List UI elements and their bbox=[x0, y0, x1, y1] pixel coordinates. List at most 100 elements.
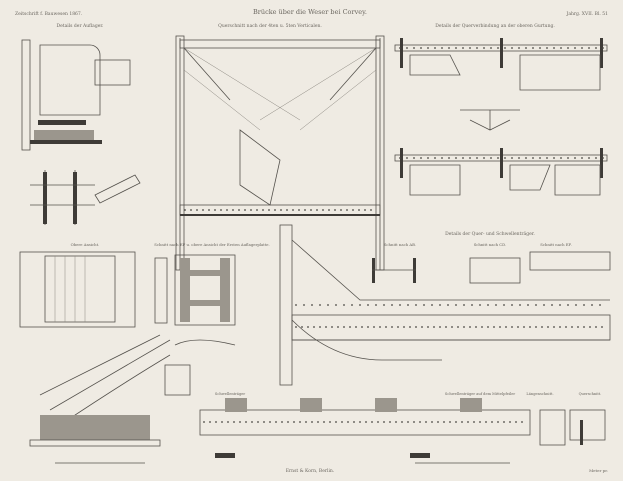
rivet bbox=[419, 421, 421, 423]
rivet bbox=[503, 421, 505, 423]
rivet bbox=[215, 421, 217, 423]
rivet bbox=[483, 47, 485, 49]
rivet bbox=[346, 209, 348, 211]
rivet bbox=[546, 47, 548, 49]
rivet bbox=[370, 209, 372, 211]
rivet bbox=[331, 326, 333, 328]
rivet bbox=[343, 326, 345, 328]
rivet bbox=[232, 209, 234, 211]
rivet bbox=[525, 47, 527, 49]
rivet bbox=[415, 326, 417, 328]
rivet bbox=[208, 209, 210, 211]
rivet bbox=[397, 326, 399, 328]
rivet bbox=[251, 421, 253, 423]
rivet bbox=[601, 326, 603, 328]
rivet bbox=[220, 209, 222, 211]
scale-note: Meter pr. bbox=[589, 468, 608, 473]
rivet bbox=[361, 326, 363, 328]
rivet bbox=[439, 304, 441, 306]
rivet bbox=[359, 304, 361, 306]
plate-title: Brücke über die Weser bei Corvey. bbox=[253, 8, 367, 16]
rivet bbox=[245, 421, 247, 423]
rivet bbox=[493, 326, 495, 328]
rivet bbox=[420, 47, 422, 49]
rivet bbox=[313, 326, 315, 328]
bearing-detail-drawing bbox=[21, 39, 141, 225]
rivet bbox=[427, 326, 429, 328]
rivet bbox=[406, 47, 408, 49]
rivet bbox=[407, 421, 409, 423]
rivet bbox=[581, 47, 583, 49]
rivet bbox=[518, 47, 520, 49]
rivet bbox=[295, 304, 297, 306]
rivet bbox=[325, 326, 327, 328]
rivet bbox=[371, 421, 373, 423]
rivet bbox=[239, 421, 241, 423]
rivet bbox=[399, 304, 401, 306]
rivet bbox=[425, 421, 427, 423]
rivet bbox=[529, 326, 531, 328]
rivet bbox=[591, 304, 593, 306]
rivet bbox=[462, 47, 464, 49]
rivet bbox=[574, 157, 576, 159]
rivet bbox=[560, 157, 562, 159]
rivet bbox=[476, 47, 478, 49]
rivet bbox=[407, 304, 409, 306]
rivet bbox=[317, 421, 319, 423]
rivet bbox=[337, 326, 339, 328]
label-stringer-pier: Schwellenträger auf dem Mittelpfeiler bbox=[445, 392, 515, 396]
rivet bbox=[595, 326, 597, 328]
rivet bbox=[244, 209, 246, 211]
rivet bbox=[525, 157, 527, 159]
rivet bbox=[403, 326, 405, 328]
rivet bbox=[307, 326, 309, 328]
rivet bbox=[467, 421, 469, 423]
rivet bbox=[495, 304, 497, 306]
rivet bbox=[295, 326, 297, 328]
rivet bbox=[511, 47, 513, 49]
rivet bbox=[275, 421, 277, 423]
rivet bbox=[434, 47, 436, 49]
rivet bbox=[227, 421, 229, 423]
rivet bbox=[487, 304, 489, 306]
rivet bbox=[383, 421, 385, 423]
rivet bbox=[485, 421, 487, 423]
rivet bbox=[359, 421, 361, 423]
rivet bbox=[263, 421, 265, 423]
rivet bbox=[221, 421, 223, 423]
rivet bbox=[316, 209, 318, 211]
section-title-cross-beams: Details der Quer- und Schwellenträger. bbox=[445, 231, 535, 237]
rivet bbox=[455, 47, 457, 49]
rivet bbox=[490, 157, 492, 159]
rivet bbox=[427, 157, 429, 159]
rivet bbox=[280, 209, 282, 211]
rivet bbox=[455, 421, 457, 423]
rivet bbox=[322, 209, 324, 211]
rivet bbox=[567, 157, 569, 159]
rivet bbox=[553, 157, 555, 159]
rivet bbox=[483, 157, 485, 159]
rivet bbox=[560, 47, 562, 49]
rivet bbox=[571, 326, 573, 328]
rivet bbox=[602, 157, 604, 159]
rivet bbox=[543, 304, 545, 306]
rivet bbox=[595, 157, 597, 159]
rivet bbox=[335, 304, 337, 306]
section-title-cross-section: Querschnitt nach der 4ten u. 5ten Vertic… bbox=[218, 23, 322, 29]
rivet bbox=[391, 326, 393, 328]
rivet bbox=[462, 157, 464, 159]
rivet bbox=[343, 304, 345, 306]
rivet bbox=[471, 304, 473, 306]
rivet bbox=[504, 157, 506, 159]
rivet bbox=[341, 421, 343, 423]
rivet bbox=[574, 47, 576, 49]
stringer-drawing bbox=[199, 398, 606, 458]
rivet bbox=[365, 421, 367, 423]
rivet bbox=[439, 326, 441, 328]
rivet bbox=[487, 326, 489, 328]
rivet bbox=[461, 421, 463, 423]
label-longitudinal: Längenschnitt. bbox=[526, 392, 553, 396]
rivet bbox=[413, 421, 415, 423]
rivet bbox=[588, 47, 590, 49]
rivet bbox=[527, 304, 529, 306]
